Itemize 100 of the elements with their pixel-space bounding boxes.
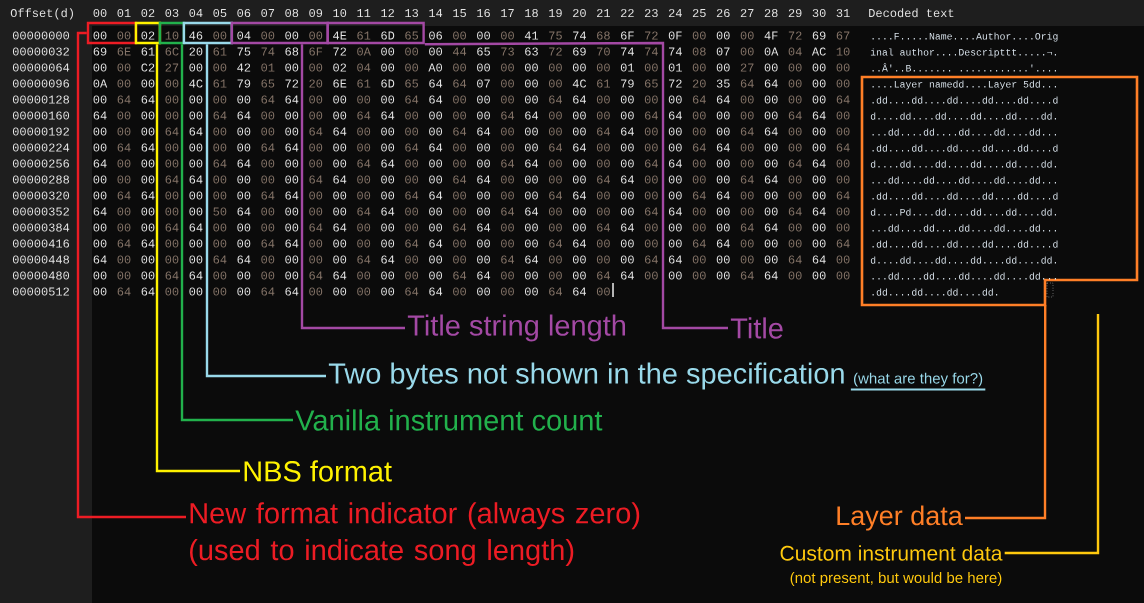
hex-byte: 73 [501,47,514,56]
hex-byte: 00 [548,207,562,216]
hex-byte: 00 [644,143,658,152]
hex-byte: 00 [836,159,850,168]
hex-byte: 64 [453,175,467,184]
hex-byte: 50 [213,207,227,216]
offset-label: 00000480 [12,271,70,280]
hex-byte: 00 [525,95,538,104]
hex-byte: 00 [93,287,107,296]
hex-byte: 64 [716,239,730,248]
hex-byte: 00 [309,287,323,296]
hex-byte: 64 [237,159,251,168]
hex-byte: 00 [117,159,131,168]
hex-byte: 00 [764,63,778,72]
hex-byte: 79 [621,79,634,88]
annotation-note: (not present, but would be here) [790,572,1002,586]
hex-byte: 00 [501,175,514,184]
hex-byte: 64 [285,143,299,152]
hex-byte: 00 [668,271,682,280]
hex-byte: 00 [381,239,395,248]
decoded-text: d....dd....dd....dd....dd....dd. [870,160,1056,168]
hex-byte: 64 [117,143,131,152]
column-header: 30 [812,8,826,18]
hex-byte: 00 [213,191,227,200]
hex-byte: 64 [333,223,347,232]
hex-byte: 00 [213,63,227,72]
offset-label: 00000416 [12,239,69,248]
hex-byte: 00 [620,111,634,120]
hex-byte: 00 [644,95,658,104]
hex-byte: 00 [740,47,754,56]
hex-byte: 00 [165,95,179,104]
hex-byte: 00 [716,127,730,136]
hex-byte: 64 [477,127,491,136]
hex-byte: 74 [261,47,275,56]
hex-byte: 00 [525,191,538,200]
hex-byte: 00 [620,239,634,248]
hex-byte: 00 [548,127,562,136]
leader-line [965,305,1047,520]
hex-byte: 64 [549,287,562,296]
hex-byte: 64 [189,175,203,184]
column-header: 01 [117,8,131,18]
decoded-text: ...dd....dd....dd....dd....dd... [872,224,1056,232]
hex-byte: 00 [740,159,754,168]
hex-byte: 61 [357,31,371,40]
hex-byte: 00 [333,239,347,248]
hex-byte: 4F [764,31,778,40]
hex-byte: 00 [836,111,850,120]
decoded-text: .dd....dd....dd....dd....dd....d [872,240,1058,248]
hex-byte: 65 [405,31,419,40]
hex-byte: 00 [572,271,586,280]
hex-byte: 00 [189,159,203,168]
hex-byte: 00 [117,223,131,232]
hex-byte: 00 [501,239,514,248]
hex-byte: 00 [405,63,419,72]
hex-byte: 00 [453,287,466,296]
hex-byte: 00 [165,287,179,296]
hex-byte: 00 [285,271,299,280]
hex-byte: 64 [429,239,443,248]
hex-byte: 00 [644,223,658,232]
hex-byte: 72 [788,31,802,40]
hex-byte: 00 [501,271,514,280]
hex-byte: 00 [644,127,658,136]
hex-byte: A0 [428,63,443,72]
decoded-text: ...dd....dd....dd....dd....dd... [872,176,1056,184]
hex-byte: 00 [429,271,443,280]
hex-byte: 64 [429,287,443,296]
column-header: 18 [525,8,538,18]
hex-byte: 00 [525,175,538,184]
offset-label: 00000512 [12,287,69,296]
hex-byte: 00 [213,175,227,184]
hex-byte: 64 [141,95,155,104]
hex-byte: 00 [453,63,466,72]
hex-byte: 64 [621,175,634,184]
hex-byte: 64 [453,127,467,136]
hex-byte: 00 [117,63,131,72]
hex-byte: 64 [477,175,491,184]
column-header: 26 [716,8,730,18]
hex-byte: 75 [549,31,562,40]
hex-byte: 00 [189,255,203,264]
offset-label: 00000320 [12,191,70,200]
hex-byte: 00 [453,239,466,248]
hex-byte: 00 [764,111,778,120]
hex-byte: 10 [836,47,850,56]
hex-byte: 00 [453,111,466,120]
hex-byte: 00 [596,207,610,216]
offset-label: 00000352 [12,207,69,216]
hex-byte: 00 [357,191,371,200]
hex-byte: 67 [836,31,850,40]
hex-byte: 00 [237,191,251,200]
hex-byte: 74 [645,47,658,56]
hex-byte: 00 [812,175,826,184]
hex-byte: 00 [788,79,802,88]
hex-byte: 00 [165,159,179,168]
hex-byte: 44 [452,47,467,56]
hex-byte: 00 [477,31,490,40]
hex-byte: 00 [309,239,323,248]
hex-byte: 61 [213,47,227,56]
hex-byte: 00 [596,111,610,120]
decoded-text: .dd....dd....dd....dd....dd....d [872,96,1058,104]
hex-byte: 64 [716,95,730,104]
